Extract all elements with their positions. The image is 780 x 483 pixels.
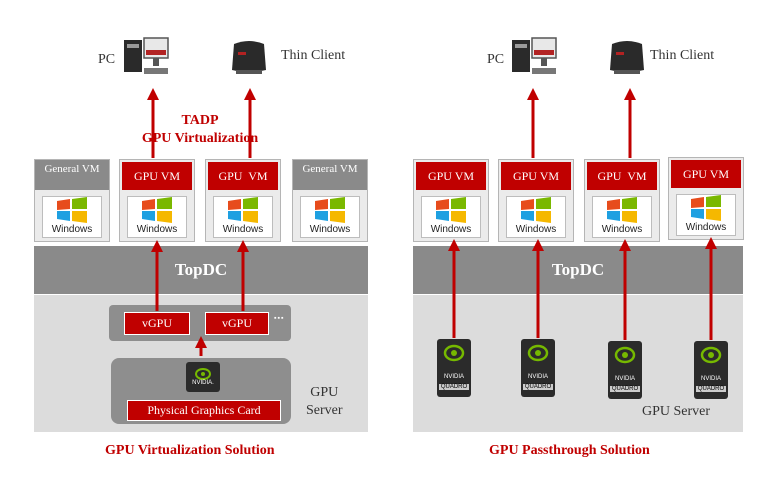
windows-label: Windows bbox=[515, 224, 557, 235]
quadro-gpu-icon: NVIDIA QUADRO bbox=[694, 341, 728, 399]
pc-icon bbox=[512, 37, 557, 74]
right-caption: GPU Passthrough Solution bbox=[489, 443, 650, 458]
left-vm-3: GPU VM Windows bbox=[205, 159, 281, 242]
gpu-brand-label: NVIDIA bbox=[527, 374, 548, 380]
vm-header: GPU VM bbox=[122, 162, 192, 190]
windows-label: Windows bbox=[136, 224, 178, 235]
tadp-title-line2: GPU Virtualization bbox=[141, 131, 259, 146]
windows-label: Windows bbox=[601, 224, 643, 235]
left-vm-1: General VM Windows bbox=[34, 159, 110, 242]
left-server-label: GPU Server bbox=[306, 384, 343, 420]
nvidia-gpu-icon: NVIDIA. bbox=[186, 362, 220, 392]
right-vm-4: GPU VM Windows bbox=[668, 157, 744, 240]
quadro-gpu-icon: NVIDIA QUADRO bbox=[437, 339, 471, 397]
windows-logo-icon: Windows bbox=[213, 196, 273, 238]
vm-header: General VM bbox=[293, 160, 367, 190]
left-topdc-bar: TopDC bbox=[34, 246, 368, 294]
windows-logo-icon: Windows bbox=[506, 196, 566, 238]
thin-client-icon bbox=[232, 41, 266, 74]
gpu-model-label: QUADRO bbox=[523, 384, 553, 390]
windows-logo-icon: Windows bbox=[676, 194, 736, 236]
windows-logo-icon: Windows bbox=[592, 196, 652, 238]
gpu-model-label: QUADRO bbox=[696, 386, 726, 392]
windows-label: Windows bbox=[685, 222, 727, 233]
physical-graphics-card: Physical Graphics Card bbox=[127, 400, 281, 421]
right-server-label: GPU Server bbox=[642, 404, 711, 419]
vgpu-ellipsis: ▪▪▪ bbox=[274, 314, 285, 322]
vgpu-box-2: vGPU bbox=[205, 312, 269, 335]
quadro-gpu-icon: NVIDIA QUADRO bbox=[521, 339, 555, 397]
windows-logo-icon: Windows bbox=[42, 196, 102, 238]
right-topdc-bar: TopDC bbox=[413, 246, 743, 294]
tadp-title: TADP GPU Virtualization bbox=[110, 112, 290, 148]
server-label-line1: GPU bbox=[310, 385, 339, 400]
right-vm-3: GPU VM Windows bbox=[584, 159, 660, 242]
left-arrows bbox=[147, 88, 256, 356]
right-pc-label: PC bbox=[487, 52, 505, 67]
left-vm-4: General VM Windows bbox=[292, 159, 368, 242]
left-pc-label: PC bbox=[98, 52, 116, 67]
windows-label: Windows bbox=[309, 224, 351, 235]
vm-header: GPU VM bbox=[501, 162, 571, 190]
windows-label: Windows bbox=[222, 224, 264, 235]
vm-header: GPU VM bbox=[208, 162, 278, 190]
tadp-title-line1: TADP bbox=[181, 113, 219, 128]
left-caption: GPU Virtualization Solution bbox=[105, 443, 275, 458]
gpu-brand-label: NVIDIA bbox=[443, 374, 464, 380]
pc-icon bbox=[124, 37, 169, 74]
gpu-brand-label: NVIDIA bbox=[614, 376, 635, 382]
nvidia-label: NVIDIA. bbox=[192, 380, 214, 386]
vm-header: GPU VM bbox=[587, 162, 657, 190]
thin-client-icon bbox=[610, 41, 644, 74]
windows-label: Windows bbox=[430, 224, 472, 235]
vm-header: General VM bbox=[35, 160, 109, 190]
server-label-line2: Server bbox=[306, 403, 343, 418]
windows-logo-icon: Windows bbox=[300, 196, 360, 238]
windows-logo-icon: Windows bbox=[127, 196, 187, 238]
left-thin-client-label: Thin Client bbox=[281, 48, 346, 63]
vgpu-box-1: vGPU bbox=[124, 312, 190, 335]
gpu-brand-label: NVIDIA bbox=[700, 376, 721, 382]
vm-header: GPU VM bbox=[671, 160, 741, 188]
quadro-gpu-icon: NVIDIA QUADRO bbox=[608, 341, 642, 399]
gpu-model-label: QUADRO bbox=[610, 386, 640, 392]
vm-header: GPU VM bbox=[416, 162, 486, 190]
windows-logo-icon: Windows bbox=[421, 196, 481, 238]
right-arrows bbox=[448, 88, 717, 340]
right-vm-1: GPU VM Windows bbox=[413, 159, 489, 242]
right-thin-client-label: Thin Client bbox=[650, 48, 715, 63]
windows-label: Windows bbox=[51, 224, 93, 235]
gpu-model-label: QUADRO bbox=[439, 384, 469, 390]
right-vm-2: GPU VM Windows bbox=[498, 159, 574, 242]
